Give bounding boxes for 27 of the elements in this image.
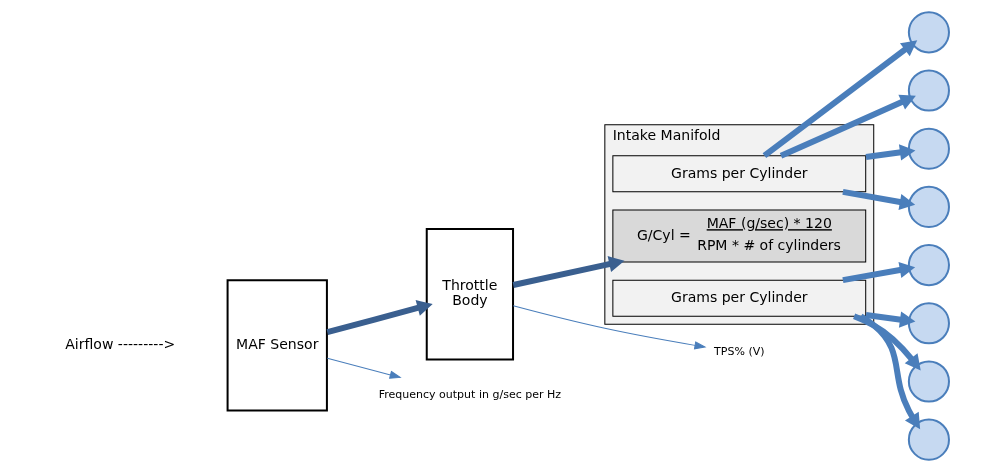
node-circle xyxy=(907,302,950,345)
arrow xyxy=(326,357,401,379)
arrow xyxy=(853,313,921,371)
arrow xyxy=(842,262,916,284)
node-text: Frequency output in g/sec per Hz xyxy=(378,388,562,402)
arrow xyxy=(512,256,625,288)
node-circle xyxy=(907,127,950,170)
node-box: MAF Sensor xyxy=(226,279,328,412)
node-circle xyxy=(907,11,950,54)
arrow xyxy=(865,144,916,161)
node-circle xyxy=(907,69,950,112)
arrow xyxy=(762,40,918,158)
node-text: TPS% (V) xyxy=(714,345,765,359)
arrow xyxy=(779,94,916,159)
node-box: Grams per Cylinder xyxy=(612,279,867,317)
node-box: Grams per Cylinder xyxy=(612,155,867,193)
label: Airflow ---------> xyxy=(65,336,176,353)
node-circle xyxy=(907,360,950,403)
arrow xyxy=(842,188,916,210)
arrow xyxy=(865,311,916,328)
node-circle xyxy=(907,185,950,228)
arrow xyxy=(512,305,706,350)
node-circle xyxy=(907,418,950,461)
arrow xyxy=(859,313,921,430)
node-circle xyxy=(907,244,950,287)
node-box: Throttle Body xyxy=(425,227,515,361)
arrow xyxy=(326,300,433,336)
